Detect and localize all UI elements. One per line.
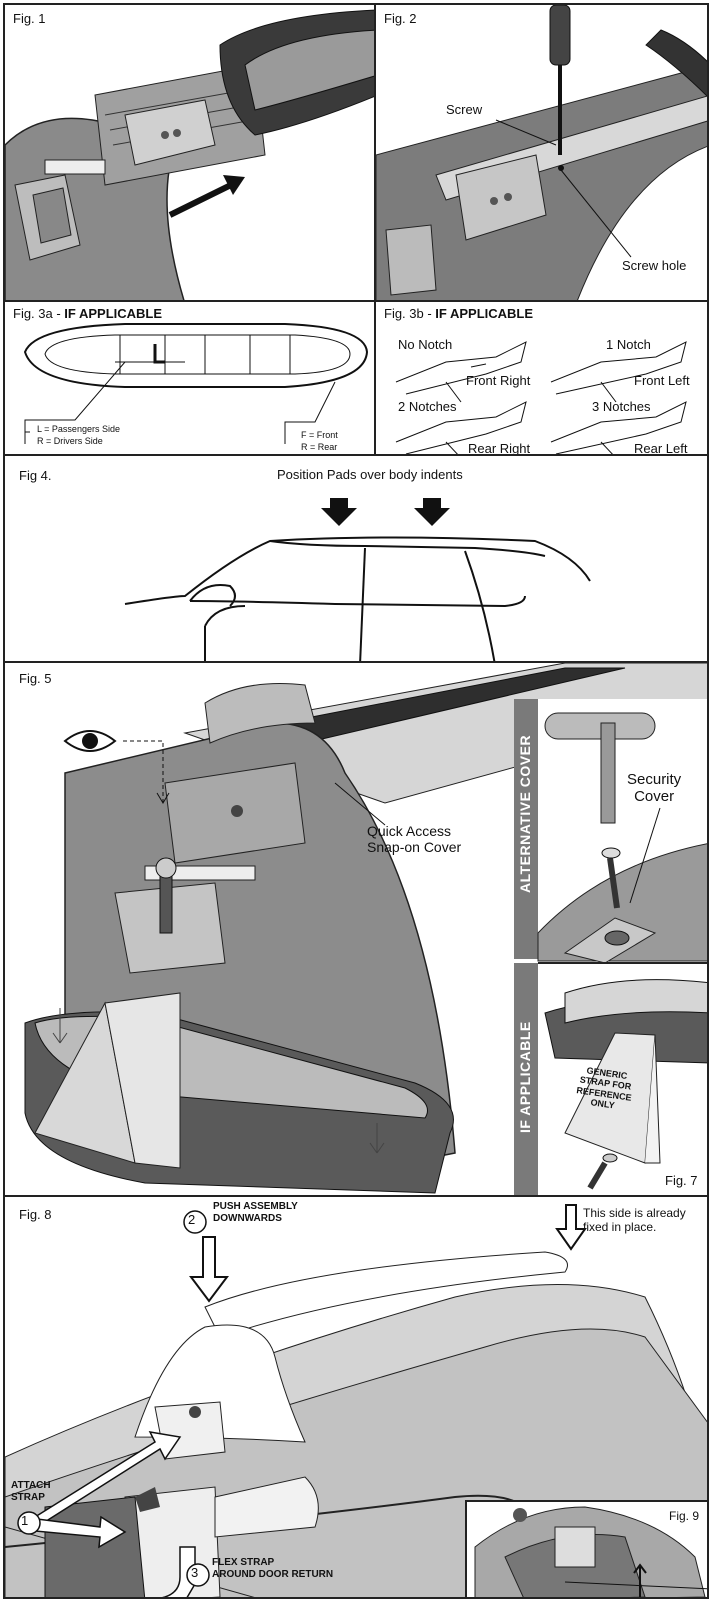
passengers-side-text: L = Passengers Side (37, 424, 120, 434)
rear-text: R = Rear (301, 442, 338, 452)
fig2-label: Fig. 2 (384, 11, 417, 26)
fig5-illustration (24, 663, 707, 1195)
alternative-cover-label: ALTERNATIVE COVER (517, 734, 533, 893)
fig8-illustration (5, 1204, 707, 1597)
screw-label: Screw (446, 102, 483, 117)
three-notches-text: 3 Notches (592, 399, 651, 414)
fig3a-label: Fig. 3a - IF APPLICABLE (13, 306, 163, 321)
screw-hole-label: Screw hole (622, 258, 687, 273)
step3-number: 3 (191, 1565, 199, 1580)
fig4-panel: Fig 4. Position Pads over body indents (3, 454, 709, 663)
fig1-label: Fig. 1 (13, 11, 46, 26)
fig5-label: Fig. 5 (19, 671, 52, 686)
drivers-side-text: R = Drivers Side (37, 436, 103, 446)
down-arrow-icon (414, 498, 450, 526)
two-notches-text: 2 Notches (398, 399, 457, 414)
no-notch-text: No Notch (398, 337, 453, 352)
rear-left-text: Rear Left (634, 441, 688, 456)
fig3a-panel: Fig. 3a - IF APPLICABLE L = Passengers S… (3, 300, 376, 456)
fig1-panel: Fig. 1 (3, 3, 376, 302)
fig1-illustration (5, 9, 374, 300)
down-arrow-icon (321, 498, 357, 526)
if-applicable-label: IF APPLICABLE (517, 1021, 533, 1133)
rear-right-text: Rear Right (468, 441, 531, 456)
fig2-illustration (376, 5, 707, 300)
front-text: F = Front (301, 430, 338, 440)
fig8-label: Fig. 8 (19, 1207, 52, 1222)
fig7-label: Fig. 7 (665, 1173, 698, 1188)
step2-number: 2 (188, 1212, 196, 1227)
fig4-illustration (124, 498, 591, 661)
fig4-label: Fig 4. (19, 468, 52, 483)
step1-number: 1 (21, 1513, 29, 1528)
fig4-caption: Position Pads over body indents (277, 467, 463, 482)
fig3b-panel: Fig. 3b - IF APPLICABLE No Notch Front R… (374, 300, 709, 456)
fig9-label: Fig. 9 (669, 1509, 700, 1523)
front-left-text: Front Left (634, 373, 690, 388)
front-right-text: Front Right (466, 373, 531, 388)
fig2-panel: Fig. 2 Screw Screw hole (374, 3, 709, 302)
one-notch-text: 1 Notch (606, 337, 651, 352)
fig3b-illustration (395, 341, 687, 454)
fig3b-label: Fig. 3b - IF APPLICABLE (384, 306, 534, 321)
fig3a-illustration (23, 323, 369, 444)
